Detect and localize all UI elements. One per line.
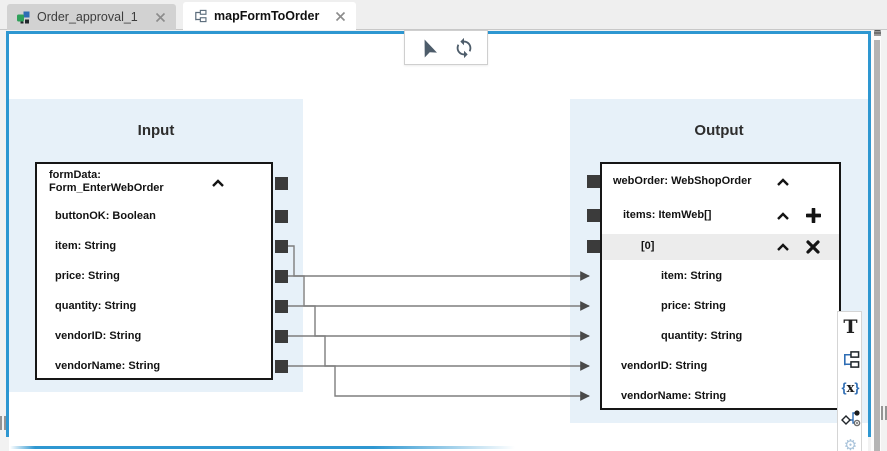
- trace-icon: [840, 410, 860, 427]
- input-field-buttonok[interactable]: buttonOK: Boolean: [55, 210, 156, 222]
- input-node-header: formData: Form_EnterWebOrder: [49, 169, 164, 194]
- tab-map-form-to-order[interactable]: mapFormToOrder: [183, 2, 356, 30]
- panel-splitter-handle[interactable]: [881, 406, 887, 420]
- remove-list-item-icon[interactable]: [806, 240, 820, 254]
- collapse-chevron-icon[interactable]: [776, 177, 790, 187]
- brace-glyph: }: [854, 380, 860, 395]
- navigation-icon: [424, 39, 437, 58]
- list-index-row-highlight[interactable]: [602, 234, 839, 260]
- mapping-icon: [843, 351, 860, 368]
- output-column-title: Output: [694, 122, 744, 139]
- canvas-toolbar: [404, 30, 488, 65]
- output-node-header[interactable]: webOrder: WebShopOrder: [613, 175, 752, 187]
- auto-map-button[interactable]: [415, 35, 441, 61]
- connector-anchor[interactable]: [587, 175, 600, 188]
- canvas-border: [6, 31, 9, 437]
- tab-label: Order_approval_1: [37, 10, 138, 24]
- connector-anchor[interactable]: [275, 360, 288, 373]
- palette-toolbar: T {x} ⚙: [837, 311, 862, 451]
- input-field-item[interactable]: item: String: [55, 240, 117, 252]
- input-field-quantity[interactable]: quantity: String: [55, 300, 137, 312]
- connector-anchor[interactable]: [275, 300, 288, 313]
- input-field-price[interactable]: price: String: [55, 270, 120, 282]
- scrollbar-thumb[interactable]: [874, 40, 880, 451]
- connector-anchor[interactable]: [275, 330, 288, 343]
- output-field-item[interactable]: item: String: [661, 270, 723, 282]
- mapping-icon: [195, 9, 207, 23]
- connector-anchor[interactable]: [275, 210, 288, 223]
- input-node-formdata[interactable]: [35, 162, 273, 380]
- output-field-vendorid[interactable]: vendorID: String: [621, 360, 708, 372]
- input-field-vendorname[interactable]: vendorName: String: [55, 360, 161, 372]
- output-node-weborder[interactable]: [600, 162, 841, 410]
- tab-bar: Order_approval_1 mapFormToOrder: [0, 0, 887, 30]
- process-diagram-icon: [17, 11, 30, 23]
- trace-tool-button[interactable]: [838, 408, 863, 433]
- output-field-quantity[interactable]: quantity: String: [661, 330, 743, 342]
- brace-glyph: {: [841, 380, 847, 395]
- tab-order-approval[interactable]: Order_approval_1: [7, 4, 176, 30]
- input-field-vendorid[interactable]: vendorID: String: [55, 330, 142, 342]
- output-field-items[interactable]: items: ItemWeb[]: [623, 209, 712, 221]
- expression-tool-button[interactable]: {x}: [841, 380, 860, 396]
- connector-anchor[interactable]: [587, 209, 600, 222]
- panel-splitter-handle[interactable]: [0, 416, 6, 430]
- connector-anchor[interactable]: [275, 270, 288, 283]
- input-column-title: Input: [137, 122, 175, 139]
- settings-gear-icon[interactable]: ⚙: [843, 437, 858, 451]
- canvas-border: [10, 446, 515, 449]
- add-list-item-icon[interactable]: [806, 208, 821, 223]
- collapse-chevron-icon[interactable]: [211, 178, 225, 188]
- output-field-vendorname[interactable]: vendorName: String: [621, 390, 727, 402]
- tab-label: mapFormToOrder: [214, 9, 320, 23]
- refresh-icon: [456, 37, 472, 58]
- minimap-toggle-icon[interactable]: [873, 29, 882, 37]
- collapse-chevron-icon[interactable]: [776, 242, 790, 252]
- refresh-button[interactable]: [451, 35, 477, 61]
- connector-anchor[interactable]: [275, 240, 288, 253]
- output-list-index[interactable]: [0]: [641, 240, 655, 252]
- canvas-border: [868, 31, 871, 437]
- close-tab-icon[interactable]: [155, 12, 166, 23]
- close-tab-icon[interactable]: [335, 11, 346, 22]
- output-field-price[interactable]: price: String: [661, 300, 726, 312]
- connector-anchor[interactable]: [275, 177, 288, 190]
- collapse-chevron-icon[interactable]: [776, 211, 790, 221]
- mapping-tool-button[interactable]: [838, 350, 863, 374]
- text-tool-button[interactable]: T: [843, 316, 858, 338]
- connector-anchor[interactable]: [587, 240, 600, 253]
